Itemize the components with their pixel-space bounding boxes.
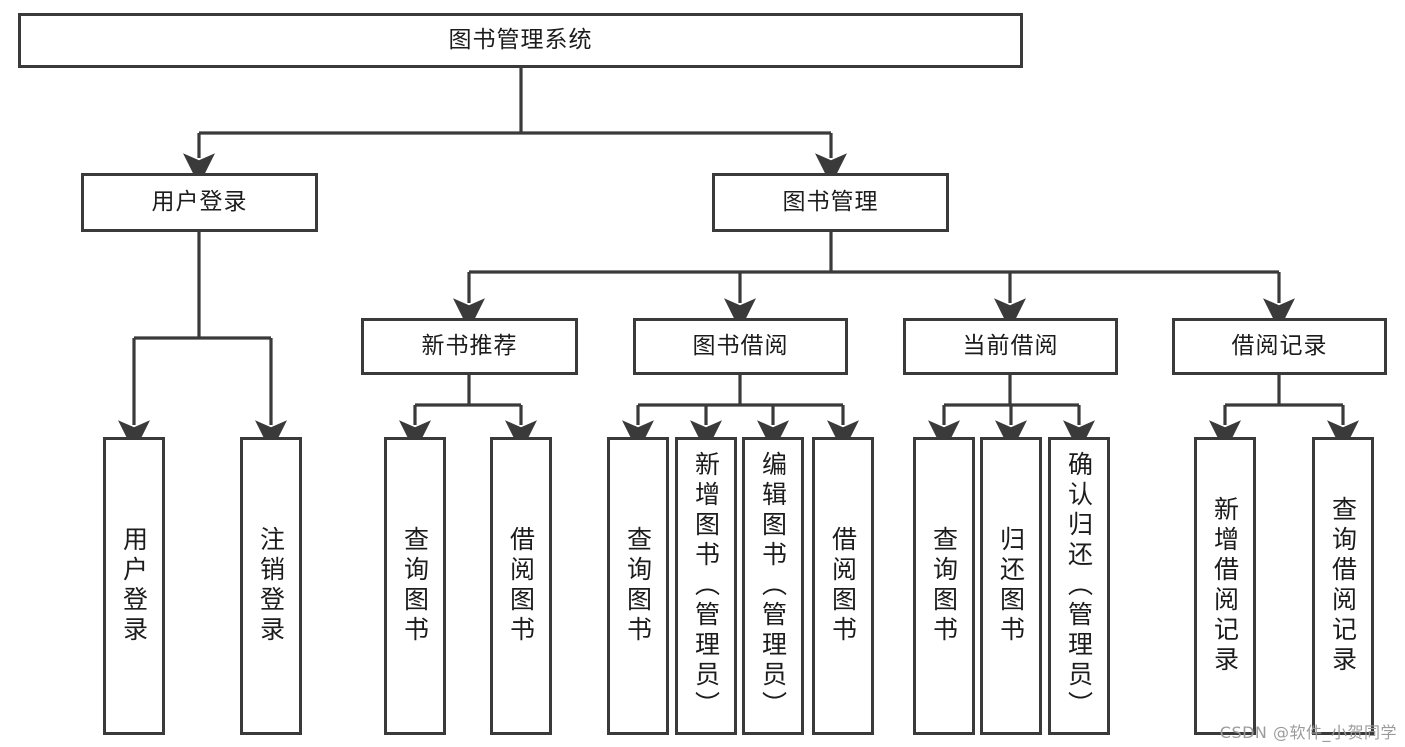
- leaf-new-book-borrow[interactable]: 借阅图书: [490, 437, 552, 735]
- node-root-system[interactable]: 图书管理系统: [18, 13, 1023, 68]
- node-book-borrow[interactable]: 图书借阅: [633, 318, 848, 375]
- node-label: 用户登录: [151, 189, 248, 216]
- watermark-text: CSDN @软件_小贺同学: [1219, 723, 1397, 742]
- leaf-new-book-query[interactable]: 查询图书: [384, 437, 446, 735]
- leaf-user-login-logout[interactable]: 注销登录: [240, 437, 302, 735]
- leaf-book-borrow-query[interactable]: 查询图书: [607, 437, 669, 735]
- node-label: 查询图书: [623, 526, 653, 646]
- leaf-book-borrow-edit[interactable]: 编辑图书（管理员）: [742, 437, 804, 735]
- leaf-current-borrow-return[interactable]: 归还图书: [980, 437, 1042, 735]
- node-label: 用户登录: [119, 526, 149, 646]
- node-current-borrow[interactable]: 当前借阅: [903, 318, 1118, 375]
- node-label: 图书借阅: [692, 333, 789, 360]
- leaf-borrow-record-add[interactable]: 新增借阅记录: [1194, 437, 1256, 735]
- node-label: 注销登录: [256, 526, 286, 646]
- node-label: 借阅图书: [828, 526, 858, 646]
- leaf-book-borrow-add[interactable]: 新增图书（管理员）: [675, 437, 737, 735]
- node-label: 借阅记录: [1231, 333, 1328, 360]
- leaf-current-borrow-query[interactable]: 查询图书: [913, 437, 975, 735]
- node-label: 图书管理: [782, 189, 879, 216]
- node-label: 归还图书: [996, 526, 1026, 646]
- node-label: 查询图书: [400, 526, 430, 646]
- node-borrow-record[interactable]: 借阅记录: [1172, 318, 1387, 375]
- node-label: 新增借阅记录: [1210, 496, 1240, 676]
- node-label: 新书推荐: [421, 333, 518, 360]
- node-new-book-recommend[interactable]: 新书推荐: [361, 318, 578, 375]
- node-label: 查询图书: [929, 526, 959, 646]
- node-label: 确认归还（管理员）: [1064, 451, 1094, 721]
- leaf-user-login-login[interactable]: 用户登录: [103, 437, 165, 735]
- node-book-management[interactable]: 图书管理: [712, 173, 949, 232]
- node-label: 图书管理系统: [448, 27, 593, 54]
- leaf-book-borrow-lend[interactable]: 借阅图书: [812, 437, 874, 735]
- node-label: 当前借阅: [962, 333, 1059, 360]
- node-user-login[interactable]: 用户登录: [81, 173, 318, 232]
- node-label: 借阅图书: [506, 526, 536, 646]
- node-label: 查询借阅记录: [1328, 496, 1358, 676]
- node-label: 新增图书（管理员）: [691, 451, 721, 721]
- leaf-borrow-record-query[interactable]: 查询借阅记录: [1312, 437, 1374, 735]
- node-label: 编辑图书（管理员）: [758, 451, 788, 721]
- leaf-current-borrow-confirm-return[interactable]: 确认归还（管理员）: [1048, 437, 1110, 735]
